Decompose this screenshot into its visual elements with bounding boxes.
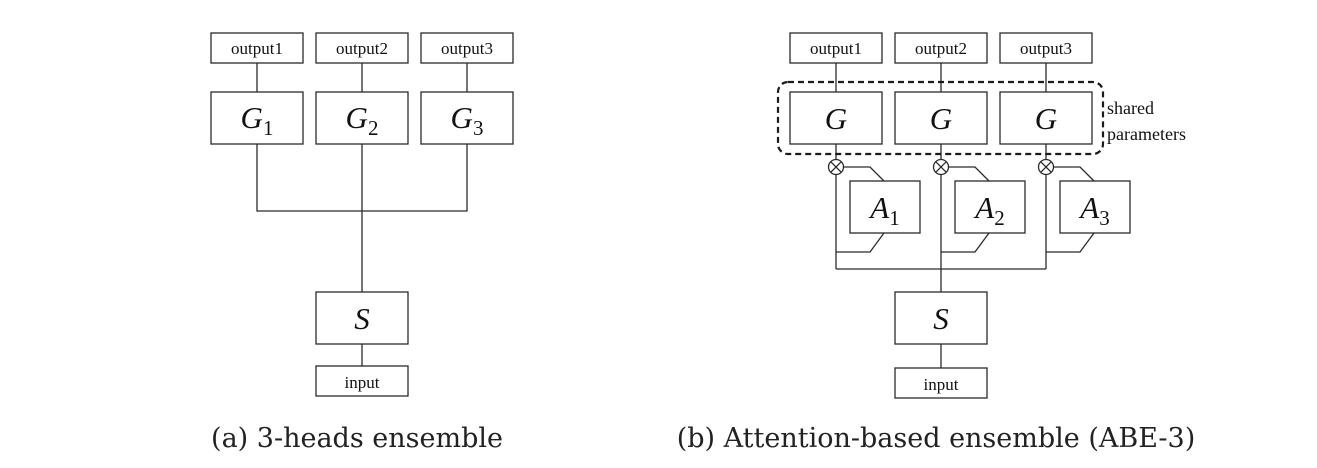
head-label: G [825,101,847,136]
shared-parameters-group [776,80,1105,156]
input-box-b: input [894,367,988,399]
head-label: G1 [241,100,274,140]
diagram-b-connectors [835,63,1095,368]
output-label: output3 [441,39,493,58]
attention-label: A1 [868,190,899,230]
caption-a: (a) 3-heads ensemble [211,423,503,454]
head-box-g1: G1 [210,91,304,145]
attention-box-a3: A3 [1059,180,1131,234]
output-label: output2 [336,39,388,58]
head-box-g-b-1: G [789,91,883,145]
head-box-g3: G3 [420,91,514,145]
output-box-a-3: output3 [420,32,514,64]
output-box-b-1: output1 [789,32,883,64]
shared-box-s-a: S [315,291,409,345]
attention-label: A3 [1078,190,1109,230]
attention-label: A2 [973,190,1004,230]
input-label: input [924,375,959,394]
diagram-a: output1 output2 output3 G1 G2 G3 [210,32,514,454]
output-box-b-3: output3 [999,32,1093,64]
shared-box-s-b: S [894,291,988,345]
output-box-a-1: output1 [210,32,304,64]
attention-box-a1: A1 [849,180,921,234]
output-label: output1 [231,39,283,58]
head-label: G2 [346,100,379,140]
head-label: G [1035,101,1057,136]
output-label: output3 [1020,39,1072,58]
head-box-g2: G2 [315,91,409,145]
head-box-g-b-2: G [894,91,988,145]
shared-label: S [354,301,370,336]
caption-b: (b) Attention-based ensemble (ABE-3) [677,423,1196,454]
input-label: input [345,373,380,392]
diagram-b: output1 output2 output3 G G G shared par… [677,32,1196,454]
shared-note-line1: shared [1107,98,1154,118]
shared-note-line2: parameters [1107,124,1186,144]
diagram-a-connectors [256,63,468,366]
output-box-a-2: output2 [315,32,409,64]
output-box-b-2: output2 [894,32,988,64]
input-box-a: input [315,365,409,397]
attention-box-a2: A2 [954,180,1026,234]
multiply-node-1 [827,158,845,176]
shared-label: S [933,301,949,336]
head-label: G3 [451,100,484,140]
output-label: output2 [915,39,967,58]
head-label: G [930,101,952,136]
multiply-node-3 [1037,158,1055,176]
head-box-g-b-3: G [999,91,1093,145]
multiply-node-2 [932,158,950,176]
output-label: output1 [810,39,862,58]
